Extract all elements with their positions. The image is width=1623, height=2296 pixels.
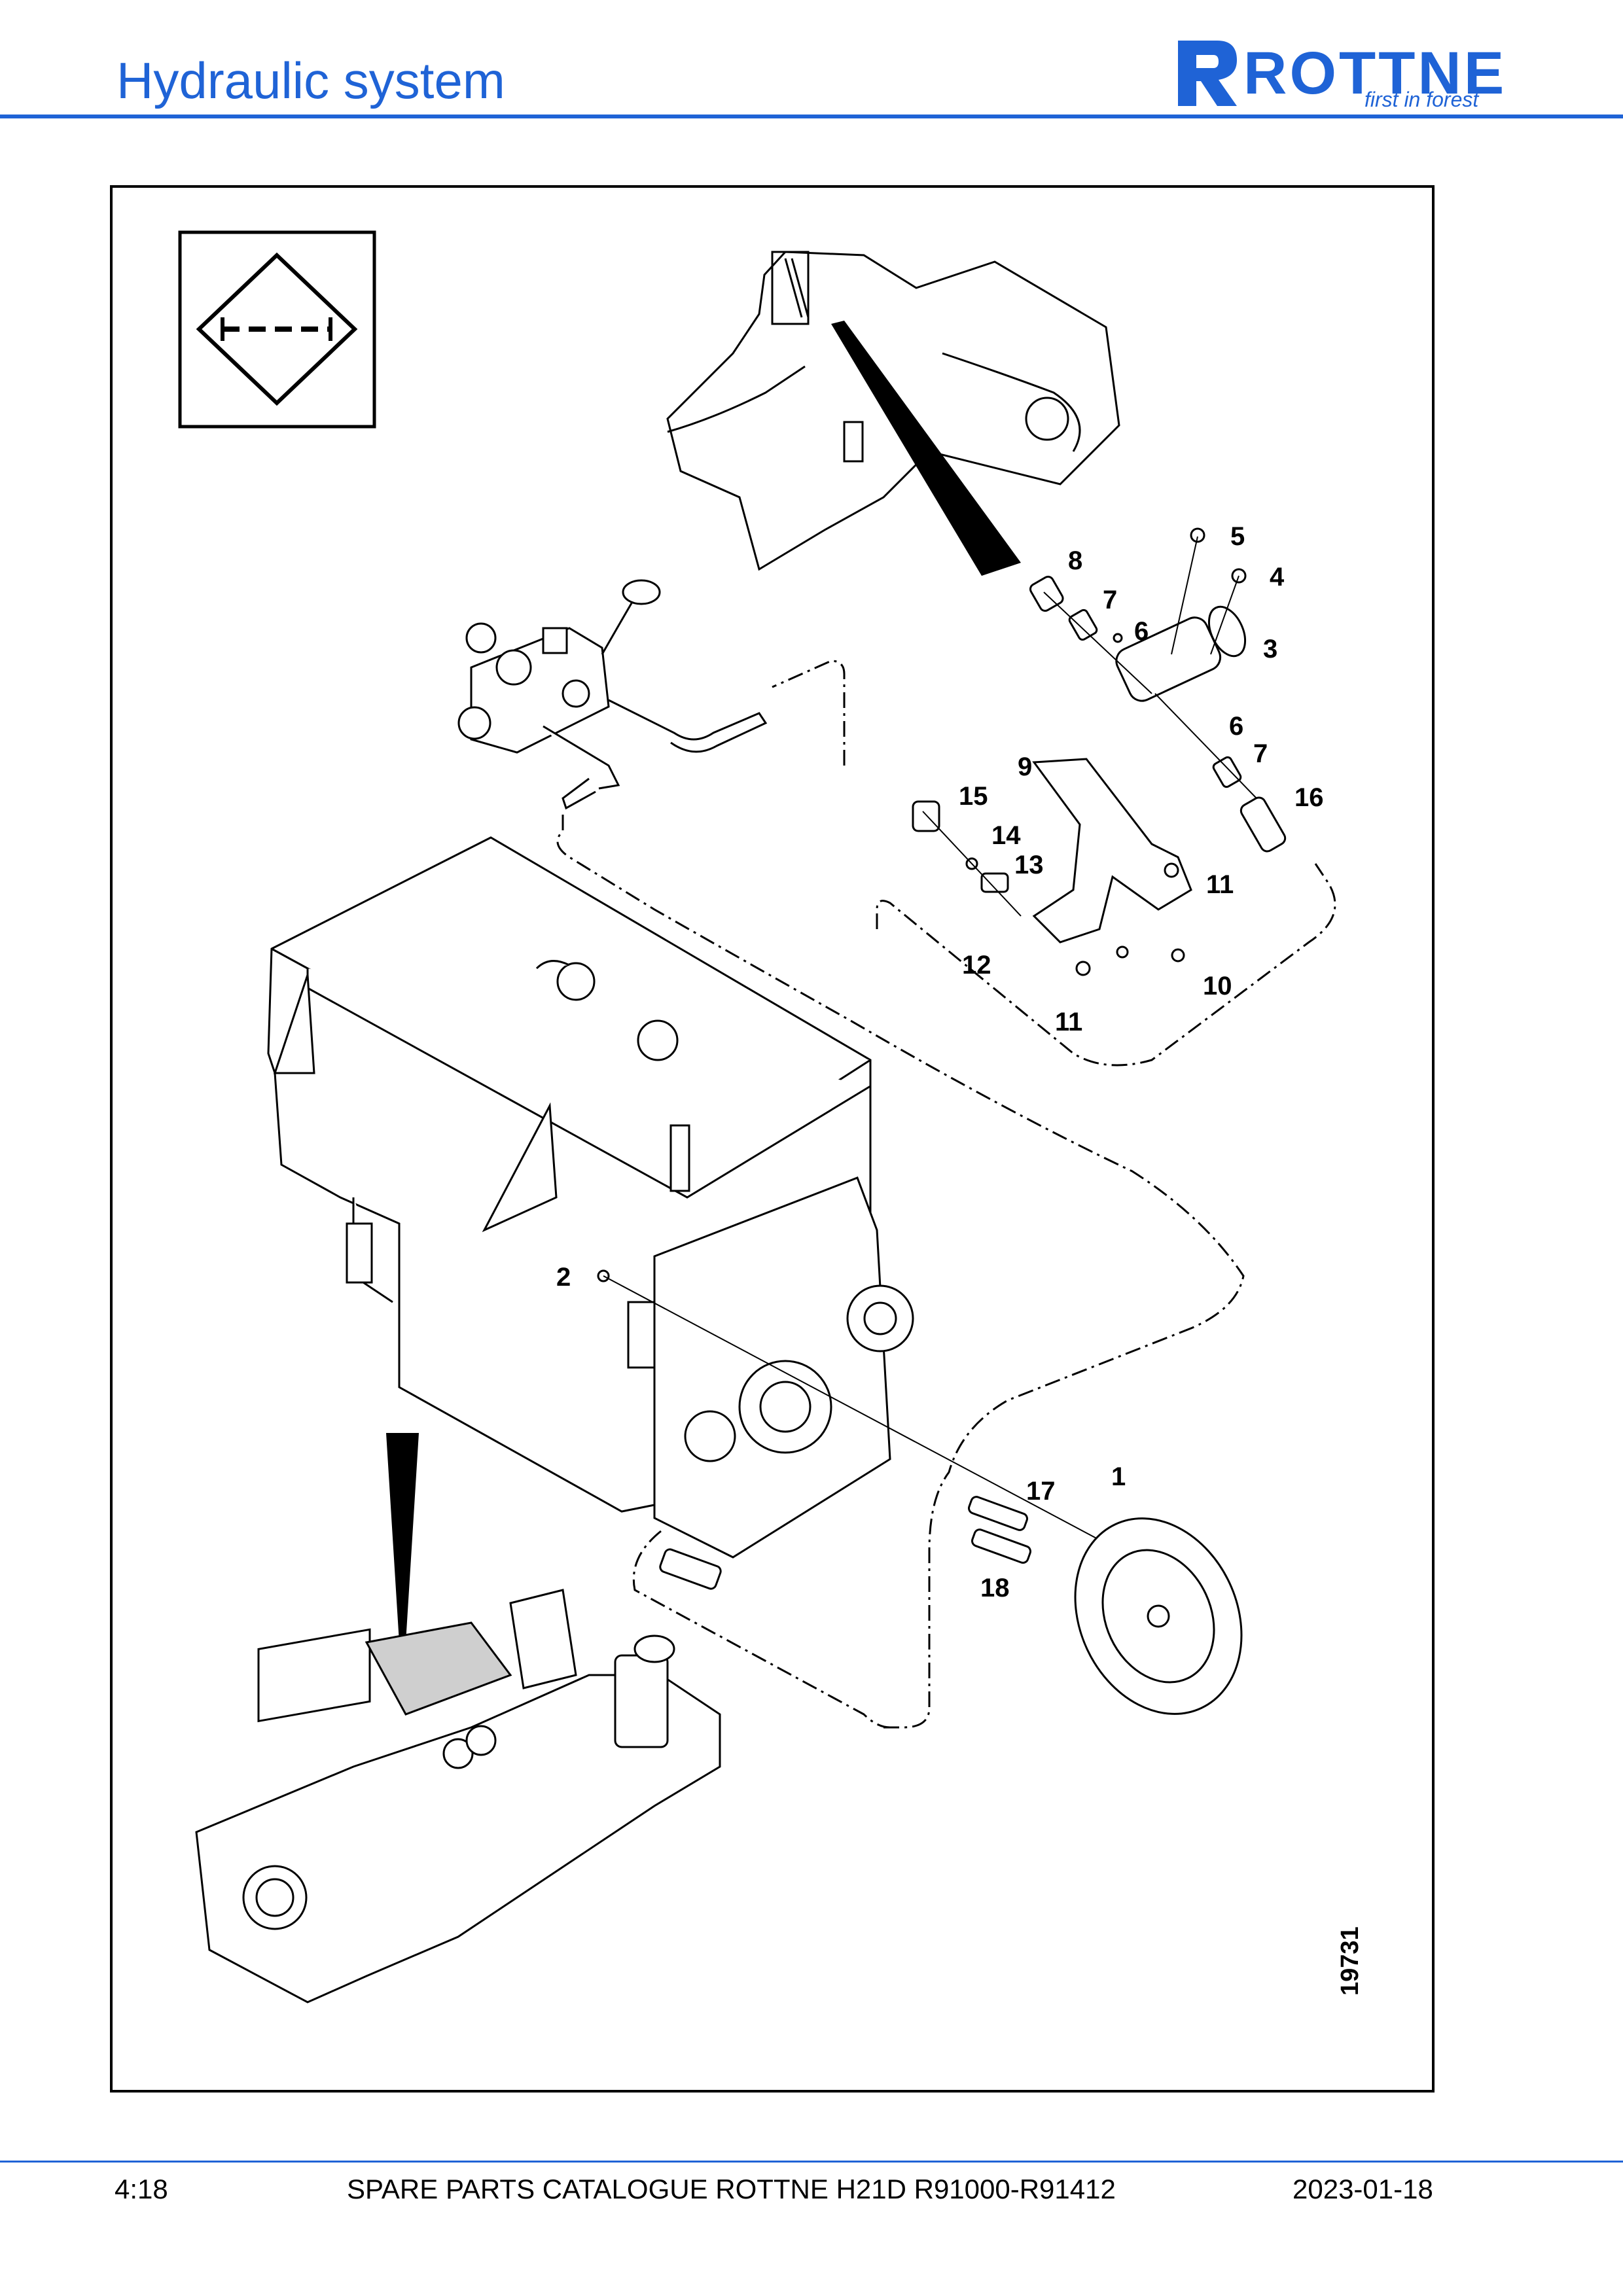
hydraulic-tank-diamond-icon [178, 230, 376, 429]
callout-16: 16 [1294, 783, 1324, 812]
page-number: 4:18 [115, 2174, 168, 2204]
machine-overview-drawing [195, 1589, 721, 2004]
callout-7a: 7 [1103, 586, 1117, 614]
logo-tagline: first in forest [1364, 88, 1479, 111]
pump-motor-drawing [659, 1496, 1243, 1715]
small-parts-drawing [597, 527, 1287, 1282]
diagram-frame [110, 185, 1435, 2093]
routing-lines [556, 660, 1336, 1729]
page-title: Hydraulic system [116, 52, 505, 109]
drawing-number: 19731 [1336, 1926, 1364, 1996]
rottne-logo: ROTTNE first in forest [1171, 34, 1512, 113]
catalogue-title: SPARE PARTS CATALOGUE ROTTNE H21D R91000… [347, 2174, 1116, 2204]
callout-4: 4 [1270, 563, 1285, 592]
callout-2: 2 [556, 1263, 571, 1292]
hydraulic-tank-drawing [267, 836, 914, 1559]
callout-labels: 1 2 3 4 5 6 6 7 7 8 9 10 11 11 12 13 14 … [556, 522, 1324, 1602]
callout-18: 18 [980, 1574, 1010, 1602]
callout-14: 14 [991, 821, 1021, 850]
rottne-r-emblem-icon [1178, 41, 1237, 106]
callout-6a: 6 [1134, 617, 1149, 646]
callout-13: 13 [1014, 851, 1044, 879]
detail-pointer-top [831, 321, 1021, 576]
logo-wordmark: ROTTNE [1243, 40, 1507, 107]
footer-rule [0, 2161, 1623, 2163]
callout-11a: 11 [1206, 870, 1234, 899]
leader-lines [603, 536, 1257, 1558]
callout-11b: 11 [1055, 1008, 1082, 1036]
detail-pointer-bottom [386, 1433, 419, 1642]
callout-17: 17 [1026, 1477, 1056, 1506]
callout-6b: 6 [1229, 712, 1243, 741]
header-rule [0, 115, 1623, 118]
valve-block-drawing [457, 579, 768, 810]
callout-8: 8 [1068, 546, 1082, 575]
callout-12: 12 [962, 951, 991, 980]
callout-1: 1 [1111, 1462, 1126, 1491]
catalogue-date: 2023-01-18 [1293, 2174, 1433, 2204]
callout-7b: 7 [1253, 739, 1268, 768]
machine-frame-drawing [666, 251, 1120, 571]
callout-5: 5 [1230, 522, 1245, 551]
callout-9: 9 [1018, 752, 1032, 781]
callout-3: 3 [1263, 635, 1277, 663]
callout-15: 15 [959, 782, 988, 811]
callout-10: 10 [1203, 972, 1232, 1000]
